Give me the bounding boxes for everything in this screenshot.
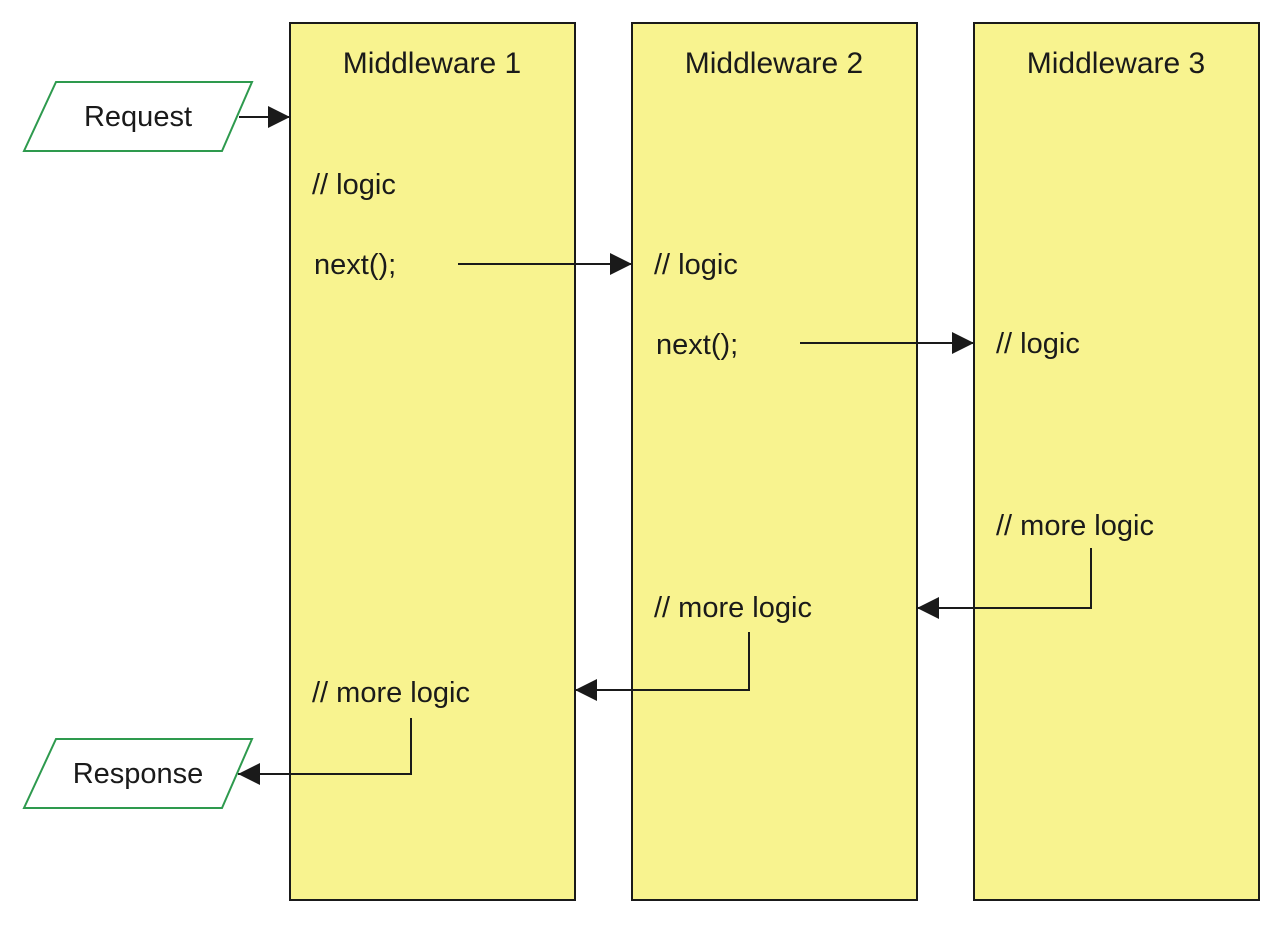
middleware-1-title: Middleware 1 <box>343 47 521 80</box>
middleware-column-1: Middleware 1 // logic next(); // more lo… <box>289 22 576 901</box>
middleware-3-more-logic: // more logic <box>996 510 1154 542</box>
response-node: Response <box>22 738 254 809</box>
response-parallelogram <box>22 738 254 809</box>
middleware-3-logic: // logic <box>996 328 1080 360</box>
middleware-2-box <box>631 22 918 901</box>
middleware-1-logic: // logic <box>312 169 396 201</box>
middleware-3-title: Middleware 3 <box>1027 47 1205 80</box>
middleware-1-more-logic: // more logic <box>312 677 470 709</box>
response-label: Response <box>73 758 204 790</box>
middleware-1-to-response-arrow <box>238 718 412 785</box>
request-node: Request <box>22 81 254 152</box>
request-label: Request <box>84 101 192 133</box>
middleware-3-box <box>973 22 1260 901</box>
middleware-column-3: Middleware 3 // logic // more logic <box>973 22 1260 901</box>
middleware-2-more-logic: // more logic <box>654 592 812 624</box>
middleware-2-next-call: next(); <box>656 329 738 361</box>
middleware-2-logic: // logic <box>654 249 738 281</box>
middleware-2-return-arrow <box>575 632 750 701</box>
middleware-column-2: Middleware 2 // logic next(); // more lo… <box>631 22 918 901</box>
middleware-1-box <box>289 22 576 901</box>
request-parallelogram <box>22 81 254 152</box>
middleware-1-next-call: next(); <box>314 249 396 281</box>
middleware-3-return-arrow <box>917 548 1092 619</box>
middleware-2-title: Middleware 2 <box>685 47 863 80</box>
